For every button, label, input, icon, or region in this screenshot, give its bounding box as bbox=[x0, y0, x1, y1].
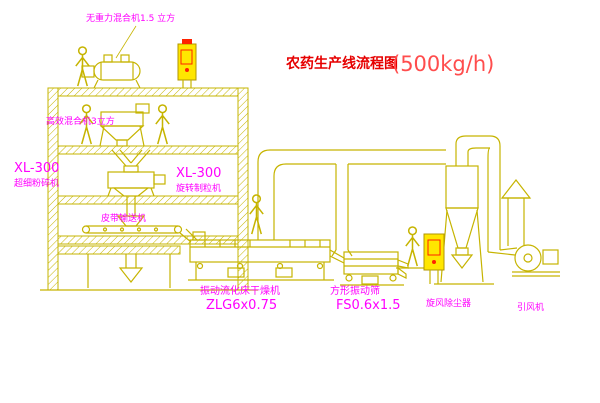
gravity-free-mixer-icon bbox=[81, 54, 141, 89]
label-right-machine-name: 旋转制粒机 bbox=[176, 182, 221, 194]
square-vibrating-sieve-icon bbox=[340, 251, 409, 286]
worker-figure-4 bbox=[249, 194, 264, 235]
granulator-icon bbox=[107, 171, 166, 216]
control-cabinet-1 bbox=[177, 39, 197, 88]
label-mid-mixer: 高效混合机3立方 bbox=[46, 115, 115, 127]
exhaust-duct bbox=[257, 149, 446, 257]
high-efficiency-mixer-icon bbox=[99, 103, 150, 147]
label-right-machine-model: XL-300 bbox=[176, 166, 221, 181]
control-cabinet-2 bbox=[423, 233, 445, 284]
induced-draft-fan-icon bbox=[512, 244, 560, 277]
label-dryer-name: 振动流化床干燥机 bbox=[200, 284, 280, 297]
label-cyclone: 旋风除尘器 bbox=[426, 297, 471, 309]
label-top-mixer: 无重力混合机1.5 立方 bbox=[86, 12, 175, 24]
label-sieve-model: FS0.6x1.5 bbox=[336, 298, 401, 313]
diagram-capacity: (500kg/h) bbox=[392, 52, 494, 76]
exhaust-stack bbox=[500, 179, 532, 246]
diagram-title: 农药生产线流程图 bbox=[285, 55, 398, 72]
belt-conveyor-icon bbox=[81, 215, 183, 234]
label-left-machine-name: 超细粉碎机 bbox=[14, 177, 59, 189]
leader-line-top-mixer bbox=[115, 25, 137, 59]
cyclone-separator-icon bbox=[434, 135, 518, 285]
dryer-discharge-chute bbox=[329, 249, 345, 264]
label-fan: 引风机 bbox=[517, 301, 544, 313]
label-sieve-name: 方形振动筛 bbox=[330, 284, 380, 297]
building-structure bbox=[40, 87, 258, 291]
worker-figure-5 bbox=[405, 226, 420, 267]
worker-figure-3 bbox=[155, 104, 170, 145]
fines-discharge bbox=[118, 254, 144, 283]
label-left-machine-model: XL-300 bbox=[14, 161, 59, 176]
label-belt-conveyor: 皮带输送机 bbox=[101, 212, 146, 224]
fluid-bed-dryer-icon bbox=[188, 239, 334, 281]
label-dryer-model: ZLG6x0.75 bbox=[206, 298, 277, 313]
